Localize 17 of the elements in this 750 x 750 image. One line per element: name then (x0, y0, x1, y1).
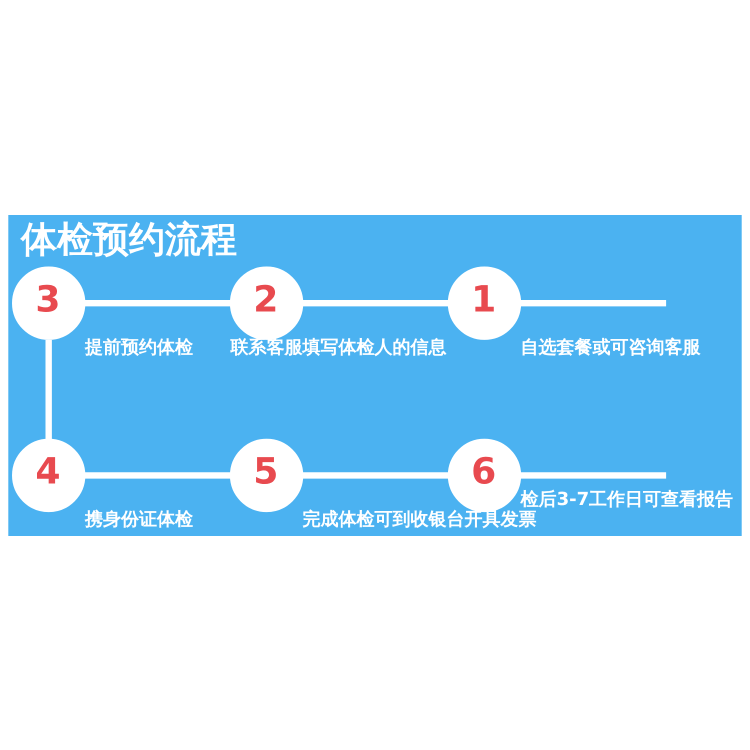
node-label: 检后3-7工作日可查看报告 (520, 488, 734, 510)
connector (84, 472, 230, 478)
node-label: 自选套餐或可咨询客服 (520, 336, 701, 358)
node-circle: 3 (12, 266, 86, 340)
node-circle: 4 (12, 438, 86, 512)
node-circle: 5 (230, 438, 304, 512)
connector (46, 339, 52, 439)
connector (302, 300, 448, 306)
connector (84, 300, 230, 306)
diagram-title: 体检预约流程 (21, 216, 238, 260)
node-circle: 2 (230, 266, 304, 340)
node-label: 提前预约体检 (84, 336, 193, 358)
node-circle: 1 (448, 266, 522, 340)
connector (520, 472, 666, 478)
connector (302, 472, 448, 478)
node-label: 携身份证体检 (84, 508, 193, 530)
connector (520, 300, 666, 306)
